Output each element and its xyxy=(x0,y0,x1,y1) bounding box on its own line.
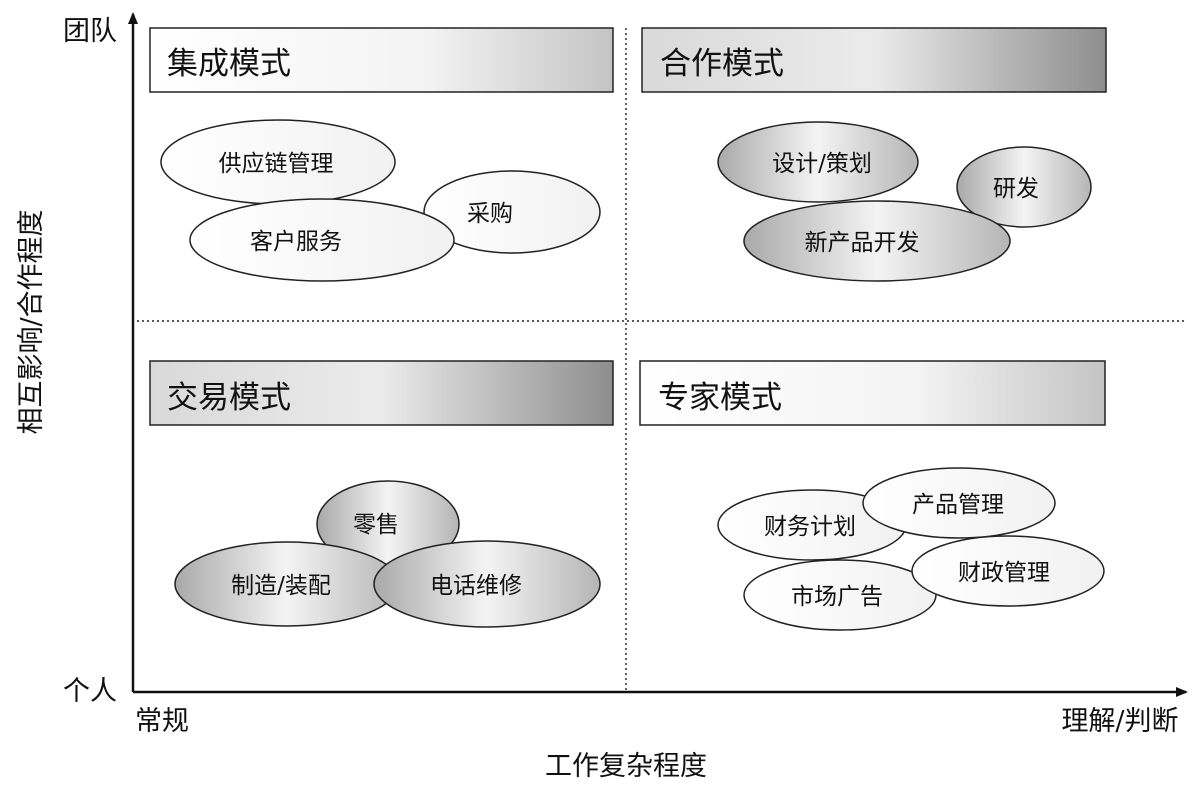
ellipse-item: 财务计划 xyxy=(717,489,907,561)
quadrant-integration: 集成模式 xyxy=(149,27,614,93)
ellipse-item: 制造/装配 xyxy=(174,541,400,627)
y-axis-bottom-label: 个人 xyxy=(63,676,117,707)
ellipse-item: 设计/策划 xyxy=(717,121,919,203)
ellipse-label: 财政管理 xyxy=(958,560,1050,586)
ellipse-item: 财政管理 xyxy=(911,535,1105,607)
ellipse-label: 财务计划 xyxy=(764,514,856,540)
quadrant-transaction: 交易模式 xyxy=(149,360,614,426)
quadrant-collaboration: 合作模式 xyxy=(641,27,1107,93)
title-bar xyxy=(149,27,614,93)
title-bar xyxy=(641,27,1107,93)
ellipse-item: 新产品开发 xyxy=(743,200,1011,282)
x-axis-right-label: 理解/判断 xyxy=(1061,706,1178,737)
ellipse-label: 零售 xyxy=(353,512,399,538)
title-bar xyxy=(639,360,1106,426)
ellipse-label: 产品管理 xyxy=(912,492,1004,518)
ellipse-item: 供应链管理 xyxy=(160,119,396,205)
ellipse-label: 客户服务 xyxy=(250,229,342,255)
quadrant-title: 合作模式 xyxy=(660,46,784,82)
y-axis-top-label: 团队 xyxy=(63,16,117,47)
x-axis-left-label: 常规 xyxy=(135,706,189,737)
ellipse-item: 产品管理 xyxy=(862,467,1056,539)
y-axis-title: 相互影响/合作程度 xyxy=(16,209,47,434)
quadrant-title: 专家模式 xyxy=(658,380,782,416)
ellipse-label: 供应链管理 xyxy=(219,151,334,177)
x-axis-title: 工作复杂程度 xyxy=(545,751,707,782)
ellipse-label: 市场广告 xyxy=(791,584,883,610)
quadrant-title: 交易模式 xyxy=(167,380,291,416)
ellipse-item: 客户服务 xyxy=(189,198,455,282)
ellipse-label: 采购 xyxy=(467,201,513,227)
ellipse-item: 电话维修 xyxy=(373,540,601,628)
ellipse-label: 电话维修 xyxy=(430,573,522,599)
ellipse-item: 市场广告 xyxy=(743,559,937,631)
ellipse-label: 制造/装配 xyxy=(231,573,331,599)
ellipse-label: 新产品开发 xyxy=(805,230,920,256)
ellipse-label: 研发 xyxy=(993,176,1039,202)
ellipse-item: 采购 xyxy=(423,170,601,254)
ellipse-item: 零售 xyxy=(316,480,460,568)
quadrant-title: 集成模式 xyxy=(167,46,291,82)
ellipse-item: 研发 xyxy=(956,146,1092,228)
quadrant-expert: 专家模式 xyxy=(639,360,1106,426)
ellipse-label: 设计/策划 xyxy=(772,151,872,177)
title-bar xyxy=(149,360,614,426)
